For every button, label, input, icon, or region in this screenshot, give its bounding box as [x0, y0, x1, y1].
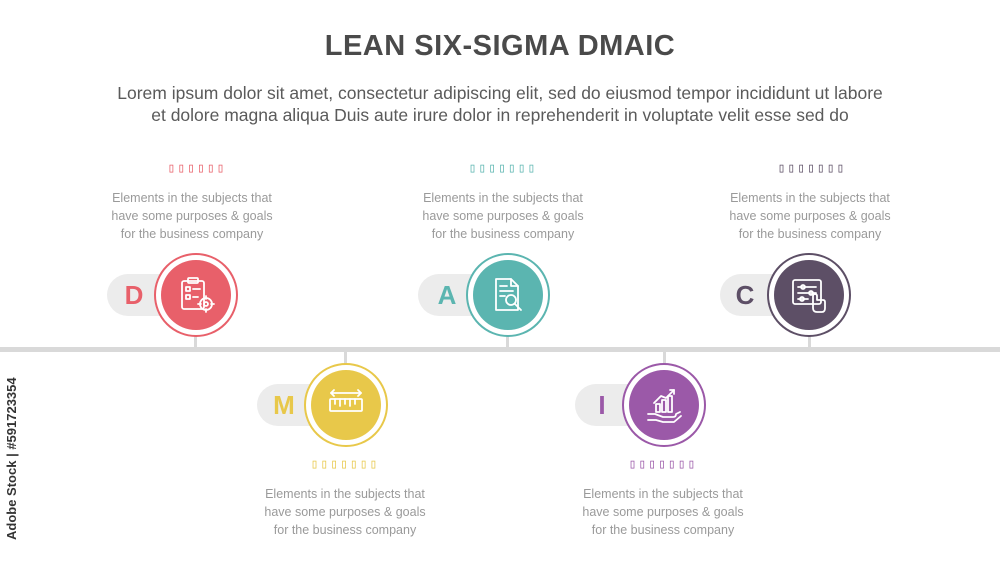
step-a-letter: A [437, 280, 457, 310]
step-a-title: ▯▯▯▯▯▯▯ [468, 161, 538, 176]
step-c-letter: C [735, 280, 755, 310]
desc-line: for the business company [431, 227, 575, 241]
hand-growth-chart-icon [629, 370, 699, 440]
step-c-stem [808, 330, 811, 348]
timeline-line [0, 347, 1000, 352]
step-a-description: Elements in the subjects that have some … [403, 189, 603, 243]
step-a-stem [506, 330, 509, 348]
step-m-title: ▯▯▯▯▯▯▯ [310, 457, 380, 472]
step-d-circle [154, 253, 238, 337]
desc-line: Elements in the subjects that [583, 487, 743, 501]
step-d-letter: D [124, 280, 144, 310]
desc-line: for the business company [591, 523, 735, 537]
page-subtitle: Lorem ipsum dolor sit amet, consectetur … [40, 82, 960, 126]
page-title: LEAN SIX-SIGMA DMAIC [324, 30, 676, 62]
desc-line: for the business company [738, 227, 882, 241]
control-panel-touch-icon [774, 260, 844, 330]
step-i-circle [622, 363, 706, 447]
desc-line: have some purposes & goals [729, 209, 891, 223]
stock-watermark: Adobe Stock | #591723354 [4, 377, 19, 540]
step-i-description: Elements in the subjects that have some … [563, 485, 763, 539]
step-m-letter: M [273, 390, 295, 420]
step-a-circle [466, 253, 550, 337]
desc-line: for the business company [273, 523, 417, 537]
desc-line: for the business company [120, 227, 264, 241]
step-m-circle [304, 363, 388, 447]
desc-line: Elements in the subjects that [730, 191, 890, 205]
desc-line: have some purposes & goals [582, 505, 744, 519]
step-c-circle [767, 253, 851, 337]
step-i-stem [663, 350, 666, 370]
desc-line: have some purposes & goals [264, 505, 426, 519]
step-c-description: Elements in the subjects that have some … [710, 189, 910, 243]
document-search-icon [473, 260, 543, 330]
desc-line: Elements in the subjects that [423, 191, 583, 205]
step-c-title: ▯▯▯▯▯▯▯ [777, 161, 847, 176]
desc-line: have some purposes & goals [111, 209, 273, 223]
ruler-icon [311, 370, 381, 440]
subtitle-line: et dolore magna aliqua Duis aute irure d… [151, 105, 849, 125]
step-i-title: ▯▯▯▯▯▯▯ [628, 457, 698, 472]
step-i-letter: I [598, 390, 606, 420]
step-m-stem [344, 350, 347, 370]
clipboard-target-icon [161, 260, 231, 330]
step-d-description: Elements in the subjects that have some … [92, 189, 292, 243]
step-d-title: ▯▯▯▯▯▯ [167, 161, 227, 176]
step-d-stem [194, 330, 197, 348]
step-m-description: Elements in the subjects that have some … [245, 485, 445, 539]
desc-line: have some purposes & goals [422, 209, 584, 223]
desc-line: Elements in the subjects that [265, 487, 425, 501]
desc-line: Elements in the subjects that [112, 191, 272, 205]
subtitle-line: Lorem ipsum dolor sit amet, consectetur … [117, 83, 883, 103]
